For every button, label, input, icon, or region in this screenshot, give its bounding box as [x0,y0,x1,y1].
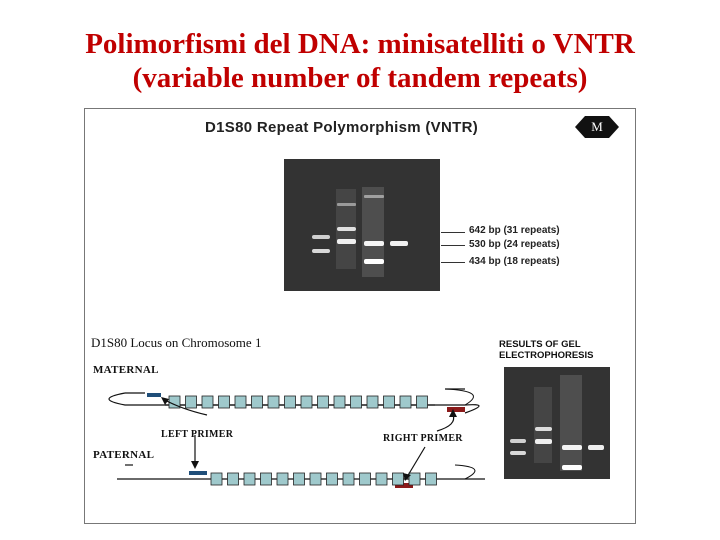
tandem-repeat-unit [234,395,247,409]
strand-line [108,392,435,406]
results-title-line2: ELECTROPHORESIS [499,350,594,361]
tandem-repeat-unit [309,472,322,486]
tandem-repeat-unit [317,395,329,409]
gel-background [504,367,610,479]
gel-band [535,439,552,444]
gel-band [364,241,384,246]
tandem-repeat-unit [300,395,313,409]
size-marker-label: 530 bp (24 repeats) [469,239,560,250]
gel-band [588,445,604,450]
right-primer [447,407,465,412]
arrow-head [449,409,457,417]
lane-smear [534,387,552,463]
arrow-head [161,397,169,405]
left-primer-label: LEFT PRIMER [161,429,234,440]
tandem-repeat-unit [185,395,197,409]
slide-title-line2: (variable number of tandem repeats) [132,62,588,95]
tandem-repeat-unit [243,472,256,486]
gel-bands-top [284,159,440,291]
size-marker-tick [441,232,465,233]
arrow-head [403,473,411,481]
tandem-repeat-unit [366,395,379,409]
right-primer-arrow [406,446,426,478]
strand-line [454,464,476,480]
tandem-repeat-unit [201,395,214,409]
right-primer [395,483,413,488]
gel-bands-bottom [504,367,610,479]
tandem-repeat-unit [392,472,404,486]
tandem-repeat-unit [210,472,223,486]
gel-photo-top [284,159,440,291]
tandem-repeat-unit [383,395,395,409]
paternal-label: PATERNAL [93,449,155,461]
tandem-repeat-unit [342,472,355,486]
gel-band [535,427,552,431]
results-title-line1: RESULTS OF GEL [499,339,581,350]
tandem-repeat-unit [260,472,272,486]
tandem-repeat-unit [408,472,421,486]
gel-band [337,203,356,206]
dna-diagram [108,388,485,488]
gel-band [312,235,330,239]
gel-photo-bottom [504,367,610,479]
slide-title: Polimorfismi del DNA: minisatelliti o VN… [0,27,720,95]
gel-band [510,439,526,443]
gel-band [364,259,384,264]
slide-title-line1: Polimorfismi del DNA: minisatelliti o VN… [85,28,635,61]
left-primer [147,393,161,397]
right-primer-arrow [436,414,455,432]
tandem-repeat-unit [359,472,371,486]
next-icon[interactable] [609,116,619,138]
gel-band [364,195,384,198]
lane-smear [560,375,582,471]
previous-icon[interactable] [575,116,585,138]
figure-title: D1S80 Repeat Polymorphism (VNTR) [205,119,478,136]
size-marker-label: 642 bp (31 repeats) [469,225,560,236]
lane-smear [362,187,384,277]
gel-band [337,227,356,231]
tandem-repeat-unit [350,395,362,409]
tandem-repeat-unit [375,472,388,486]
media-nav[interactable]: M [575,116,619,138]
size-marker-label: 434 bp (18 repeats) [469,256,560,267]
tandem-repeat-unit [425,472,437,486]
gel-band [562,445,582,450]
tandem-repeat-unit [284,395,296,409]
arrow-head [191,461,199,469]
paternal-repeat-block [210,472,437,486]
tandem-repeat-unit [293,472,305,486]
strand-line [444,388,474,406]
maternal-repeat-block [168,395,428,409]
gel-band [312,249,330,253]
gel-band [390,241,408,246]
tandem-repeat-unit [276,472,289,486]
gel-band [562,465,582,470]
menu-button[interactable]: M [585,116,609,138]
tandem-repeat-unit [399,395,412,409]
gel-band [337,239,356,244]
size-marker-tick [441,245,465,246]
results-title: RESULTS OF GEL ELECTROPHORESIS [499,339,629,361]
tandem-repeat-unit [267,395,280,409]
locus-title: D1S80 Locus on Chromosome 1 [91,335,262,350]
tandem-repeat-unit [416,395,428,409]
maternal-label: MATERNAL [93,364,159,376]
right-primer-label: RIGHT PRIMER [383,433,463,444]
gel-band [510,451,526,455]
tandem-repeat-unit [227,472,239,486]
vntr-figure: D1S80 Repeat Polymorphism (VNTR) M [84,108,636,524]
tandem-repeat-unit [333,395,346,409]
tandem-repeat-unit [251,395,263,409]
maternal-strand [108,388,480,414]
tandem-repeat-unit [218,395,230,409]
paternal-strand [117,464,485,488]
size-marker-tick [441,262,465,263]
left-primer [189,471,207,475]
tandem-repeat-unit [326,472,338,486]
